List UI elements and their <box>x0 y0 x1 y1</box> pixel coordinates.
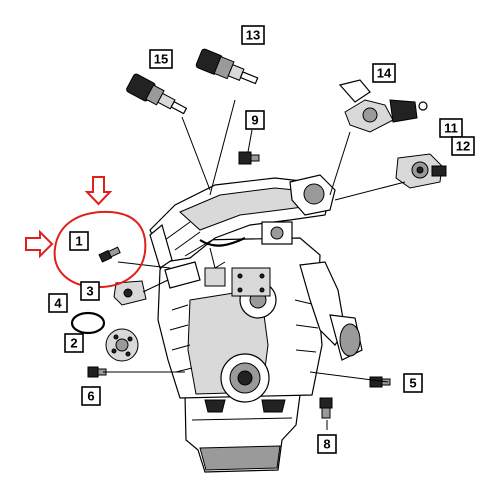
callout-2-label: 2 <box>70 336 77 351</box>
callout-6: 6 <box>81 386 101 406</box>
highlight-circle <box>53 210 147 289</box>
part-4-o-ring <box>70 311 106 335</box>
callout-13-label: 13 <box>246 28 260 43</box>
callout-11: 11 <box>439 118 463 138</box>
part-14-sensor <box>338 79 428 133</box>
callout-5: 5 <box>403 373 423 393</box>
highlight-arrow-right-icon <box>25 229 54 259</box>
callout-1-label: 1 <box>75 234 82 249</box>
callout-13: 13 <box>241 25 265 45</box>
callout-5-label: 5 <box>409 376 416 391</box>
highlight-arrow-down-icon <box>84 176 113 206</box>
callout-9: 9 <box>245 110 265 130</box>
callout-8-label: 8 <box>323 437 330 452</box>
callout-1: 1 <box>69 231 89 251</box>
callout-8: 8 <box>317 434 337 454</box>
part-8-sensor <box>319 397 333 419</box>
callout-14-label: 14 <box>377 66 392 81</box>
callout-3-label: 3 <box>86 284 93 299</box>
engine-assembly <box>149 174 363 473</box>
callout-12: 12 <box>451 136 475 156</box>
part-1-sensor <box>98 246 121 263</box>
part-15-sensor <box>126 73 188 115</box>
callout-12-label: 12 <box>456 139 470 154</box>
callout-9-label: 9 <box>251 113 258 128</box>
part-13-sensor <box>195 48 259 85</box>
callout-4-label: 4 <box>54 296 62 311</box>
callout-2: 2 <box>64 333 84 353</box>
callout-6-label: 6 <box>87 389 94 404</box>
callout-3: 3 <box>80 281 100 301</box>
part-2-wheel <box>105 328 139 362</box>
callout-15-label: 15 <box>154 52 168 67</box>
callout-4: 4 <box>48 293 68 313</box>
part-9-sensor <box>238 151 260 165</box>
part-3-sensor <box>113 280 147 306</box>
callout-11-label: 11 <box>444 121 458 136</box>
callout-14: 14 <box>372 63 396 83</box>
callout-15: 15 <box>149 49 173 69</box>
part-11-12-sensor <box>395 153 447 189</box>
leader-lines <box>103 99 406 430</box>
